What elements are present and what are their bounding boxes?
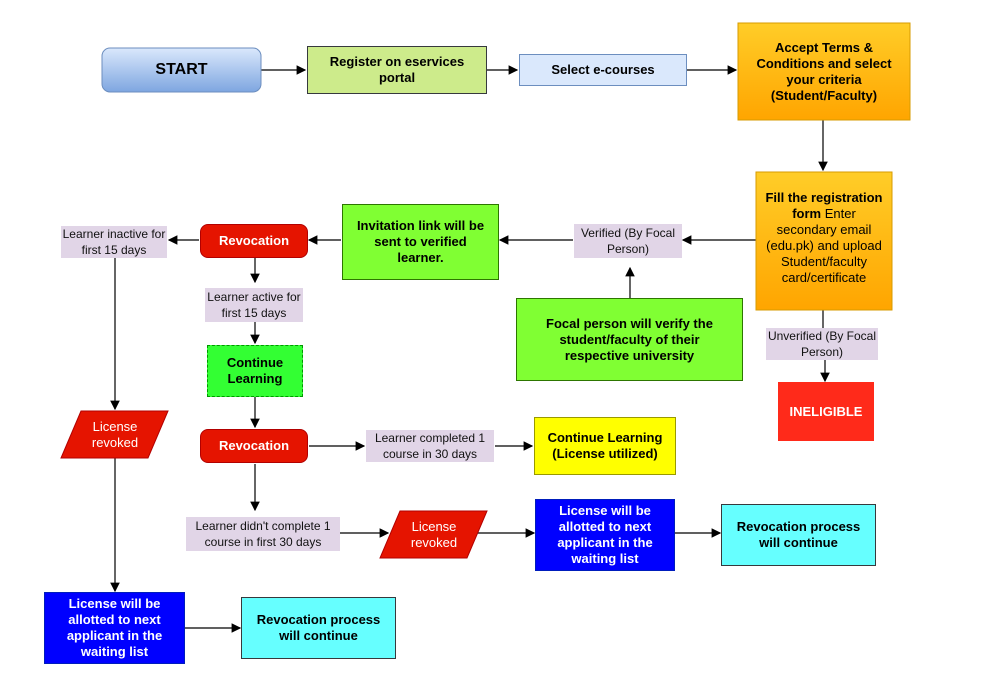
inactive-15-text: Learner inactive for first 15 days (61, 226, 167, 258)
inactive-15-label: Learner inactive for first 15 days (61, 226, 167, 258)
continue-learning-2-node: Continue Learning (License utilized) (534, 417, 676, 475)
fill-form-shape (755, 171, 893, 311)
allotted-left-node: License will be allotted to next applica… (44, 592, 185, 664)
active-15-label: Learner active for first 15 days (205, 288, 303, 322)
ineligible-node: INELIGIBLE (778, 382, 874, 441)
fill-form-text: Enter secondary email (edu.pk) and uploa… (766, 206, 882, 285)
fill-form-node: Fill the registration form Enter seconda… (756, 172, 892, 310)
start-node: START (155, 61, 208, 78)
verified-label: Verified (By Focal Person) (574, 224, 682, 258)
allotted-mid-node: License will be allotted to next applica… (535, 499, 675, 571)
select-courses-node: Select e-courses (519, 54, 687, 86)
accept-terms-shape (737, 22, 911, 121)
license-revoked-mid-shape (379, 510, 488, 559)
start-node-shape (101, 47, 262, 93)
continue-learning-1-node: Continue Learning (207, 345, 303, 397)
unverified-label: Unverified (By Focal Person) (766, 328, 878, 360)
revocation-2-node: Revocation (200, 429, 308, 463)
fill-form-title: Fill the registration form (765, 190, 883, 221)
completed-1-label: Learner completed 1 course in 30 days (366, 430, 494, 462)
focal-person-node: Focal person will verify the student/fac… (516, 298, 743, 381)
not-completed-label: Learner didn't complete 1 course in firs… (186, 517, 340, 551)
invitation-node: Invitation link will be sent to verified… (342, 204, 499, 280)
revocation-1-node: Revocation (200, 224, 308, 258)
license-revoked-left-node: License revoked (91, 418, 139, 450)
license-revoked-left-shape (60, 410, 169, 459)
license-revoked-mid-node: License revoked (410, 518, 458, 550)
register-node: Register on eservices portal (307, 46, 487, 94)
revocation-process-right-node: Revocation process will continue (721, 504, 876, 566)
accept-terms-node: Accept Terms & Conditions and select you… (756, 39, 892, 103)
revocation-process-left-node: Revocation process will continue (241, 597, 396, 659)
